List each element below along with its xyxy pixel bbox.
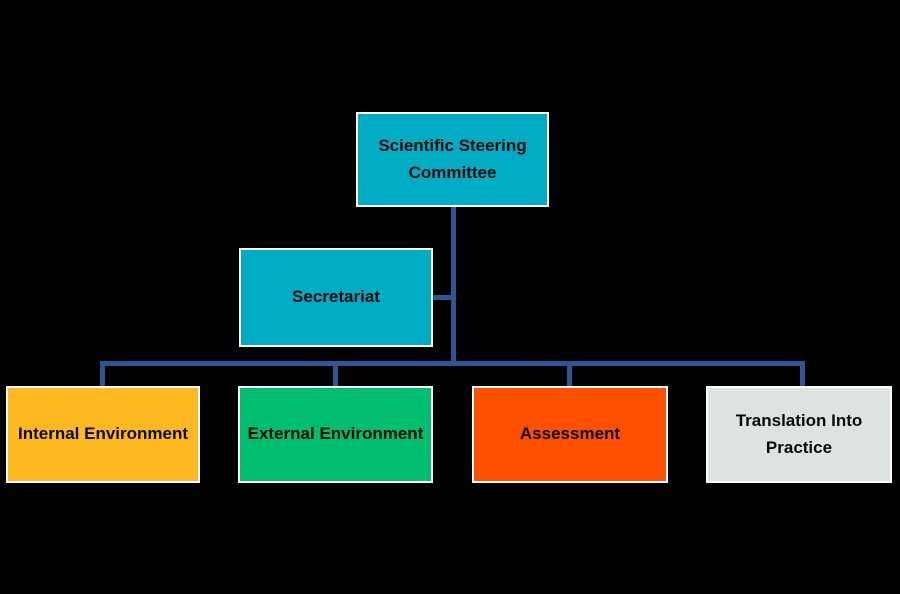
- node-external-environment: External Environment: [238, 386, 433, 483]
- connector-drop-translation-into-practice: [800, 361, 805, 387]
- connector-drop-assessment: [567, 361, 572, 387]
- node-label: Secretariat: [292, 287, 380, 307]
- node-internal-environment: Internal Environment: [6, 386, 200, 483]
- connector-distribution-bar: [100, 361, 805, 366]
- connector-drop-external-environment: [333, 361, 338, 387]
- node-translation-into-practice: Translation Into Practice: [706, 386, 892, 483]
- node-scientific-steering-committee: Scientific Steering Committee: [356, 112, 549, 207]
- connector-root-to-children: [451, 207, 456, 365]
- node-assessment: Assessment: [472, 386, 668, 483]
- node-label: External Environment: [247, 424, 424, 444]
- connector-secretariat-stub: [430, 295, 454, 300]
- node-label: Scientific Steering Committee: [378, 136, 527, 182]
- node-secretariat: Secretariat: [239, 248, 433, 347]
- node-label: Translation Into Practice: [735, 411, 863, 457]
- node-label: Assessment: [519, 424, 621, 444]
- connector-drop-internal-environment: [100, 361, 105, 387]
- node-label: Internal Environment: [17, 424, 189, 444]
